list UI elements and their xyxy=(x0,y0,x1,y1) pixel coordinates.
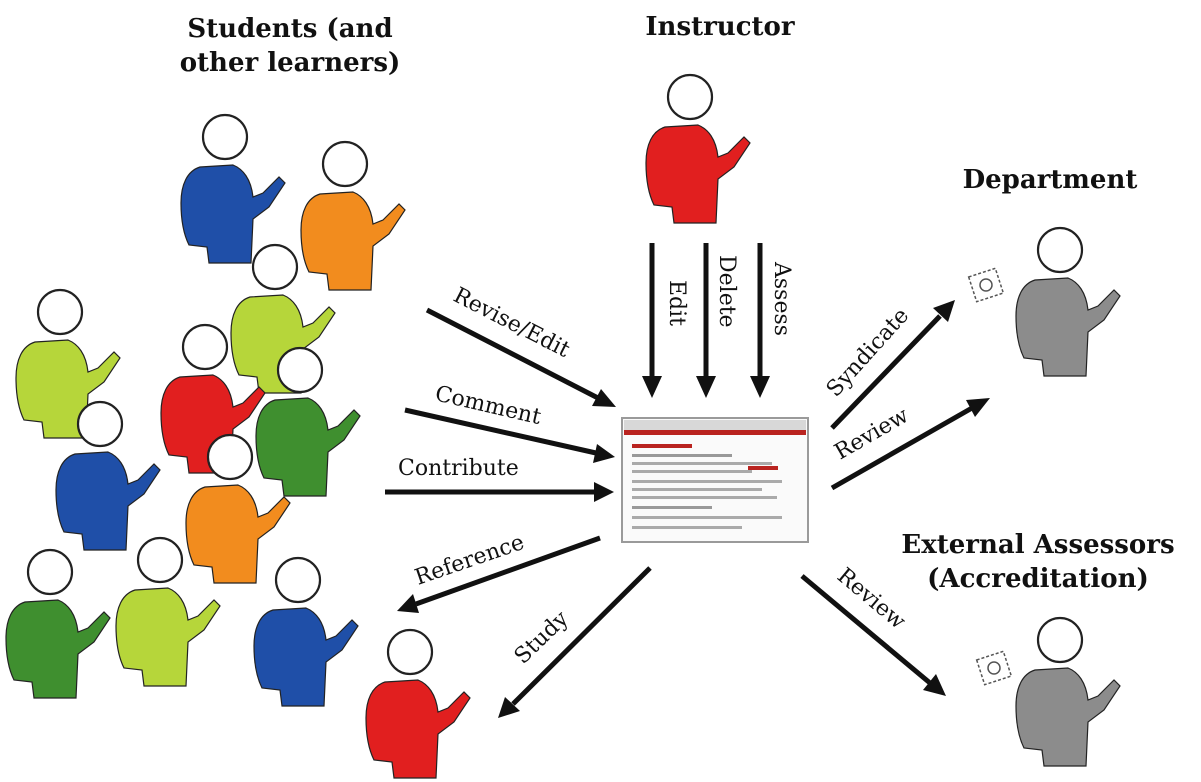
student-figure xyxy=(364,628,472,780)
study-arrow: Study xyxy=(498,566,652,718)
study-label: Study xyxy=(510,606,574,669)
reference-label: Reference xyxy=(412,530,528,591)
assess-label: Assess xyxy=(769,261,794,336)
student-figure xyxy=(179,113,287,265)
student-figure xyxy=(4,548,112,700)
instructor-heading: Instructor xyxy=(645,12,795,42)
assessors-heading: External Assessors (Accreditation) xyxy=(901,530,1175,594)
edit-label: Edit xyxy=(664,280,689,326)
delete-label: Delete xyxy=(714,255,739,328)
assess-arrow: Assess xyxy=(750,243,794,398)
department-heading: Department xyxy=(962,165,1138,195)
comment-arrow: Comment xyxy=(404,381,615,463)
student-figure xyxy=(299,140,407,292)
syndicate-arrow: Syndicate xyxy=(822,300,955,430)
delete-arrow: Delete xyxy=(696,243,739,398)
reference-arrow: Reference xyxy=(397,530,601,613)
instructor-figure xyxy=(644,73,752,225)
department-figure xyxy=(967,226,1122,378)
student-figure xyxy=(252,556,360,708)
review-department-arrow: Review xyxy=(831,398,990,491)
contribute-label: Contribute xyxy=(398,456,519,481)
review-assessors-arrow: Review xyxy=(800,563,946,696)
students-group xyxy=(4,113,472,780)
comment-label: Comment xyxy=(433,381,544,430)
edit-arrow: Edit xyxy=(642,243,689,398)
students-heading: Students (and other learners) xyxy=(179,14,401,78)
review-assessors-label: Review xyxy=(832,563,910,634)
portfolio-page-thumbnail xyxy=(621,417,809,543)
assessor-figure xyxy=(975,616,1122,768)
review-department-label: Review xyxy=(831,403,914,465)
contribute-arrow: Contribute xyxy=(385,456,614,502)
